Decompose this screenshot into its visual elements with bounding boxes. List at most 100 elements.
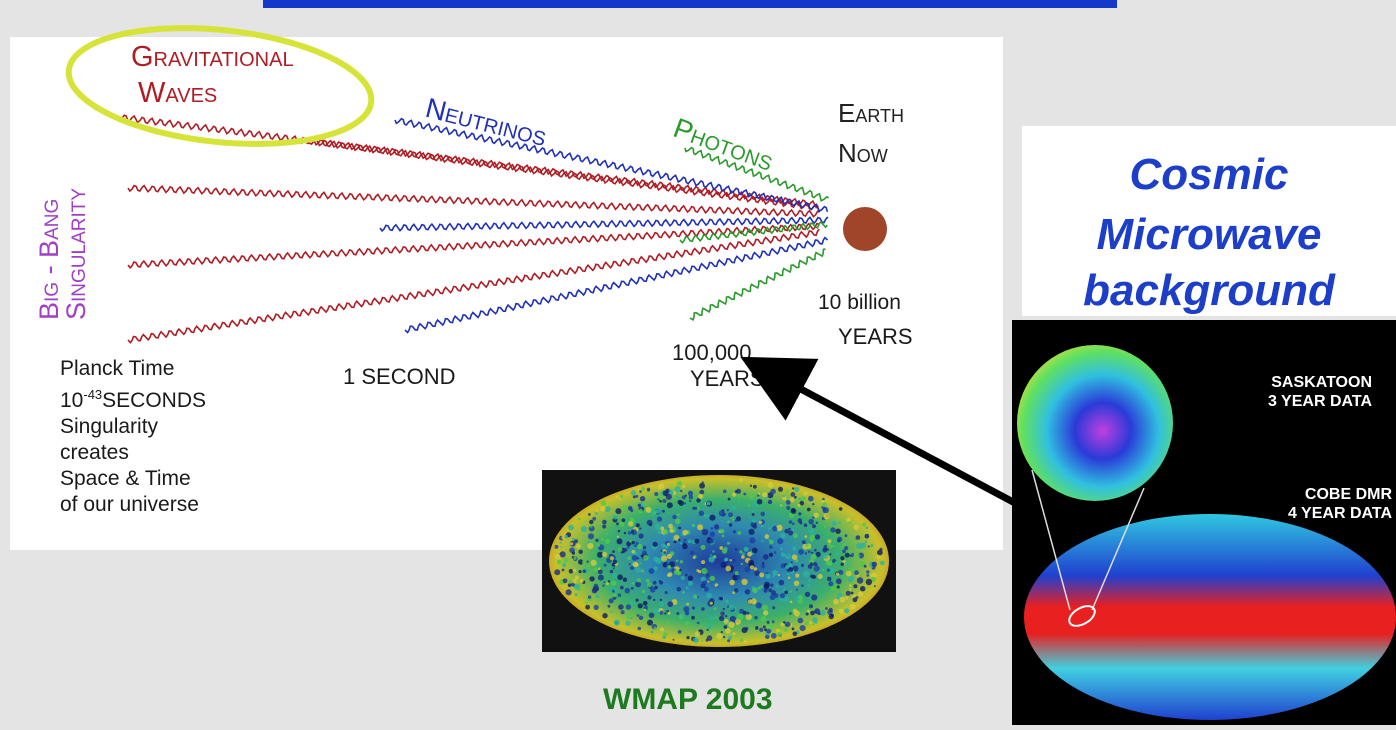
wmap-speck xyxy=(769,539,774,545)
wmap-speck xyxy=(682,529,688,536)
wmap-speck xyxy=(838,608,843,613)
wmap-speck xyxy=(782,495,785,498)
wmap-speck xyxy=(749,484,753,487)
wmap-speck xyxy=(653,556,659,563)
wmap-speck xyxy=(855,535,861,540)
wmap-speck xyxy=(736,575,741,580)
wmap-speck xyxy=(681,495,686,500)
wmap-speck xyxy=(752,510,755,513)
wmap-speck xyxy=(697,524,704,531)
wmap-speck xyxy=(803,491,808,496)
wmap-speck xyxy=(701,560,706,565)
wmap-speck xyxy=(685,586,689,590)
wmap-speck xyxy=(754,570,760,576)
wmap-speck xyxy=(615,508,622,515)
wmap-speck xyxy=(709,538,715,544)
wmap-speck xyxy=(811,551,814,554)
wmap-speck xyxy=(877,549,883,556)
wmap-speck xyxy=(618,497,621,500)
wmap-speck xyxy=(735,618,741,625)
wmap-speck xyxy=(765,573,771,579)
signal-wave xyxy=(379,216,829,233)
wmap-speck xyxy=(630,586,634,590)
wmap-speck xyxy=(835,528,841,534)
wmap-speck xyxy=(737,494,740,498)
wmap-speck xyxy=(719,546,724,550)
wmap-speck xyxy=(791,627,795,631)
wmap-speck xyxy=(805,612,809,616)
wmap-speck xyxy=(666,609,669,613)
wmap-speck xyxy=(635,567,641,573)
wmap-speck xyxy=(664,591,668,595)
wmap-speck xyxy=(760,511,765,517)
wmap-speck xyxy=(768,588,773,593)
wmap-speck xyxy=(797,617,804,624)
wmap-speck xyxy=(776,631,783,637)
wmap-speck xyxy=(608,598,614,604)
wmap-speck xyxy=(756,494,760,497)
wmap-speck xyxy=(719,528,725,534)
wmap-speck xyxy=(636,543,643,550)
wmap-speck xyxy=(716,632,723,640)
wmap-speck xyxy=(597,574,604,581)
wmap-speck xyxy=(739,550,743,554)
wmap-speck xyxy=(856,577,864,584)
wmap-speck xyxy=(714,524,720,530)
wmap-speck xyxy=(616,538,623,545)
wmap-sky-map xyxy=(542,470,896,652)
wmap-speck xyxy=(642,550,647,555)
wmap-speck xyxy=(569,542,574,546)
wmap-speck xyxy=(694,631,701,637)
wmap-speck xyxy=(844,552,850,558)
wmap-speck xyxy=(756,498,763,505)
wmap-speck xyxy=(749,565,754,570)
wmap-speck xyxy=(759,627,764,632)
wmap-speck xyxy=(646,487,651,491)
wmap-speck xyxy=(648,568,655,574)
wmap-speck xyxy=(808,578,811,582)
wmap-speck xyxy=(587,564,591,568)
wmap-speck xyxy=(703,586,709,592)
saskatoon-label: SASKATOON 3 YEAR DATA xyxy=(1212,373,1372,411)
wmap-speck xyxy=(600,506,606,512)
wmap-speck xyxy=(800,563,804,567)
wmap-speck xyxy=(673,534,680,541)
wmap-speck xyxy=(727,639,731,643)
wmap-speck xyxy=(564,534,568,539)
wmap-speck xyxy=(623,531,627,535)
wmap-speck xyxy=(627,531,632,535)
wmap-speck xyxy=(824,607,828,610)
wmap-speck xyxy=(739,478,743,482)
wmap-speck xyxy=(789,600,793,604)
wmap-speck xyxy=(853,524,859,530)
big-bang-line: Big - Bang xyxy=(34,198,64,320)
wmap-speck xyxy=(758,492,761,495)
wmap-speck xyxy=(580,526,587,533)
wmap-speck xyxy=(876,554,881,560)
wmap-speck xyxy=(833,598,840,605)
wmap-speck xyxy=(784,528,789,534)
wmap-speck xyxy=(593,604,599,610)
wmap-speck xyxy=(642,600,648,606)
wmap-speck xyxy=(679,568,682,572)
wmap-speck xyxy=(692,556,696,559)
wmap-speck xyxy=(723,489,727,494)
wmap-speck xyxy=(773,551,777,554)
wmap-speck xyxy=(852,597,858,603)
earth-label: Earth xyxy=(838,98,905,128)
wmap-speck xyxy=(854,570,859,576)
wmap-speck xyxy=(844,546,849,551)
wmap-speck xyxy=(860,586,866,592)
wmap-speck xyxy=(667,565,672,569)
wmap-speck xyxy=(712,550,715,553)
creates-text: creates xyxy=(60,441,129,464)
wmap-speck xyxy=(586,560,589,563)
wmap-speck xyxy=(810,610,815,616)
wmap-speck xyxy=(630,490,637,496)
wmap-speck xyxy=(653,626,657,631)
wmap-speck xyxy=(572,578,577,584)
wmap-speck xyxy=(763,610,769,616)
universe-text: of our universe xyxy=(60,493,199,516)
wmap-speck xyxy=(619,521,625,527)
wmap-speck xyxy=(728,512,734,518)
